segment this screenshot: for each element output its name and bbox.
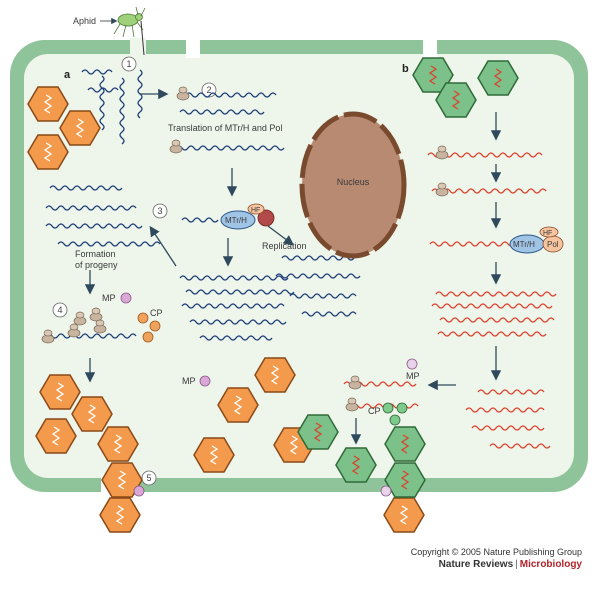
ribosome <box>348 375 362 390</box>
journal-credit: Nature Reviews|Microbiology <box>438 559 582 570</box>
step-5-marker: 5 <box>141 470 157 486</box>
hf-label-b: HF <box>543 230 552 237</box>
step-1-marker: 1 <box>121 56 137 72</box>
cp-particle <box>137 312 149 324</box>
aphid-label: Aphid <box>73 16 96 26</box>
ribosome <box>67 323 81 338</box>
journal-section: Microbiology <box>519 559 582 570</box>
translation-label: Translation of MTr/H and Pol <box>168 123 282 133</box>
viral-rna-blue <box>45 69 361 341</box>
mp-particle <box>380 485 392 497</box>
cp-particle <box>142 331 154 343</box>
svg-text:5: 5 <box>146 473 151 483</box>
copyright-notice: Copyright © 2005 Nature Publishing Group <box>410 547 582 557</box>
virion-orange <box>99 497 141 533</box>
mtrh-label-b: MTr/H <box>513 240 535 249</box>
step-4-marker: 4 <box>52 302 68 318</box>
cp-label-b: CP <box>368 406 381 416</box>
pol-label-b: Pol <box>547 240 559 249</box>
panel-a-label: a <box>64 69 71 81</box>
formation-label-line1: Formation <box>75 249 116 259</box>
ribosome <box>435 182 449 197</box>
mp-particle <box>406 358 418 370</box>
replication-label: Replication <box>262 241 307 251</box>
svg-text:4: 4 <box>57 305 62 315</box>
cp-particle <box>149 320 161 332</box>
svg-text:2: 2 <box>206 85 211 95</box>
replication-complex-a <box>220 203 275 230</box>
aphid-icon <box>113 6 146 56</box>
ribosome <box>435 145 449 160</box>
cp-particle <box>382 402 394 414</box>
cp-particle <box>389 414 401 426</box>
formation-label-line2: of progeny <box>75 260 118 270</box>
ribosome <box>93 319 107 334</box>
nucleus-label: Nucleus <box>337 177 370 187</box>
mp-particle <box>133 485 145 497</box>
panel-b-label: b <box>402 63 409 75</box>
ribosome <box>73 311 87 326</box>
journal-name: Nature Reviews <box>438 559 514 570</box>
mp-label-b: MP <box>406 371 420 381</box>
replication-complex-b <box>509 226 564 254</box>
mp-particle <box>199 375 211 387</box>
svg-text:1: 1 <box>126 59 131 69</box>
svg-text:3: 3 <box>157 206 162 216</box>
hf-label-a: HF <box>251 207 260 214</box>
step-3-marker: 3 <box>152 203 168 219</box>
mp-particle <box>120 292 132 304</box>
ribosome <box>41 329 55 344</box>
mp-label-free: MP <box>182 376 196 386</box>
mp-label-a: MP <box>102 293 116 303</box>
cp-particle <box>396 402 408 414</box>
cp-label-a: CP <box>150 308 163 318</box>
virion-orange <box>383 497 425 533</box>
ribosome <box>345 397 359 412</box>
ribosome <box>89 307 103 322</box>
flow-arrows <box>84 88 502 445</box>
ribosome <box>176 86 190 101</box>
mtrh-label-a: MTr/H <box>225 216 247 225</box>
ribosome <box>169 139 183 154</box>
nucleus <box>299 111 407 259</box>
